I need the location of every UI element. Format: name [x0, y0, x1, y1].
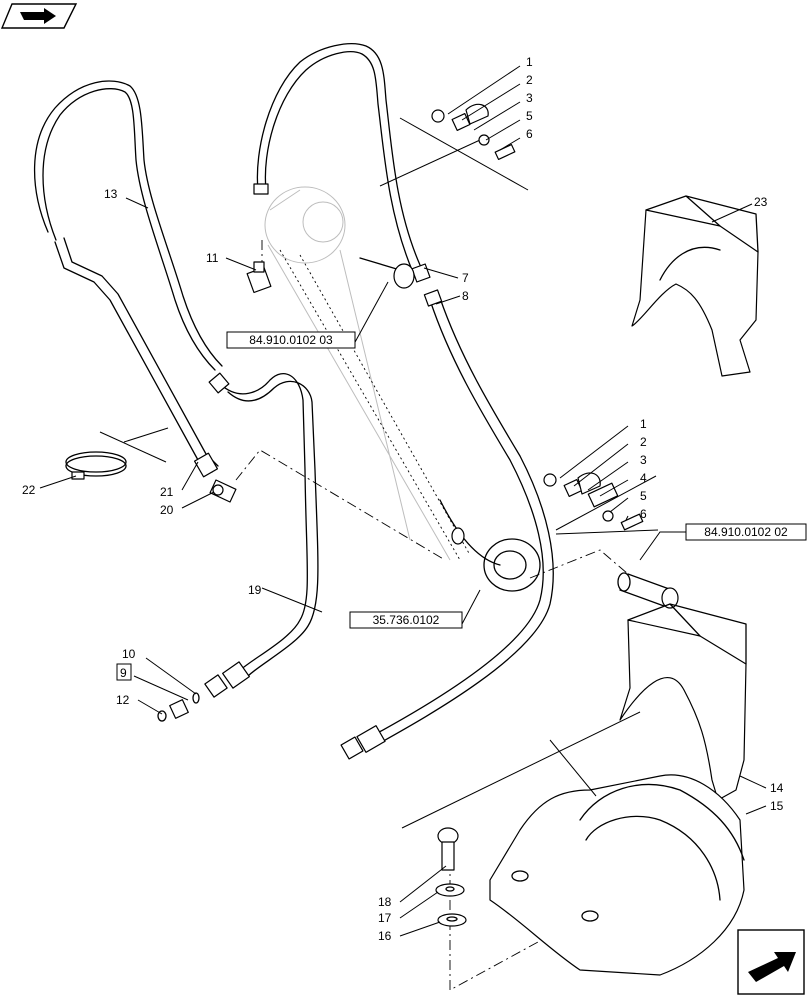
label-22: 22	[22, 483, 36, 497]
label-1a: 1	[526, 55, 533, 69]
label-11: 11	[206, 251, 219, 265]
svg-text:84.910.0102 02: 84.910.0102 02	[704, 525, 788, 539]
guard-14	[619, 603, 747, 801]
label-13: 13	[104, 187, 118, 201]
label-2b: 2	[640, 435, 647, 449]
label-21: 21	[160, 485, 174, 499]
next-page-arrow-icon[interactable]	[737, 929, 805, 995]
label-5b: 5	[640, 489, 647, 503]
ref-box-84-910-0102-03[interactable]: 84.910.0102 03	[226, 331, 356, 349]
label-2a: 2	[526, 73, 533, 87]
screw-18	[437, 827, 459, 871]
svg-text:84.910.0102 03: 84.910.0102 03	[249, 333, 333, 347]
separator-lines	[401, 529, 659, 829]
guard-23	[631, 195, 759, 377]
label-10: 10	[122, 647, 136, 661]
fitting-20	[209, 479, 237, 503]
label-16: 16	[378, 929, 392, 943]
leader-lines	[39, 65, 767, 937]
hose-8	[340, 289, 554, 760]
guard-15	[489, 774, 745, 976]
label-12: 12	[116, 693, 130, 707]
ref-box-35-736-0102[interactable]: 35.736.0102	[349, 611, 463, 629]
label-20: 20	[160, 503, 174, 517]
hose-7	[253, 43, 431, 283]
label-8: 8	[462, 289, 469, 303]
label-9-box	[116, 663, 132, 681]
label-23: 23	[754, 195, 768, 209]
label-4: 4	[640, 471, 647, 485]
fitting-11	[246, 261, 272, 294]
fitting-10-12	[157, 692, 200, 722]
ref-box-84-910-0102-02[interactable]: 84.910.0102 02	[685, 523, 807, 541]
label-15: 15	[770, 799, 784, 813]
hose-19	[204, 372, 319, 698]
book-arrow-icon[interactable]	[0, 3, 78, 29]
label-17: 17	[378, 911, 392, 925]
pin-right	[617, 572, 679, 609]
hose-13	[33, 80, 223, 478]
label-9: 9	[120, 666, 127, 680]
hardware-symbol-left	[99, 427, 169, 463]
hydraulic-cylinder	[264, 186, 541, 592]
hose-clamp-22	[65, 451, 127, 480]
svg-text:35.736.0102: 35.736.0102	[373, 613, 440, 627]
label-6b: 6	[640, 507, 647, 521]
label-18: 18	[378, 895, 392, 909]
label-7: 7	[462, 271, 469, 285]
label-14: 14	[770, 781, 784, 795]
label-6a: 6	[526, 127, 533, 141]
label-3b: 3	[640, 453, 647, 467]
label-3a: 3	[526, 91, 533, 105]
label-1b: 1	[640, 417, 647, 431]
part-labels: 1 2 3 5 6 7 8 11 13 23 1 2 3 4 5 6 22 21…	[22, 55, 784, 943]
label-5a: 5	[526, 109, 533, 123]
washer-17	[435, 883, 465, 897]
label-19: 19	[248, 583, 262, 597]
washer-16	[437, 913, 467, 927]
hardware-group-upper	[379, 103, 529, 191]
